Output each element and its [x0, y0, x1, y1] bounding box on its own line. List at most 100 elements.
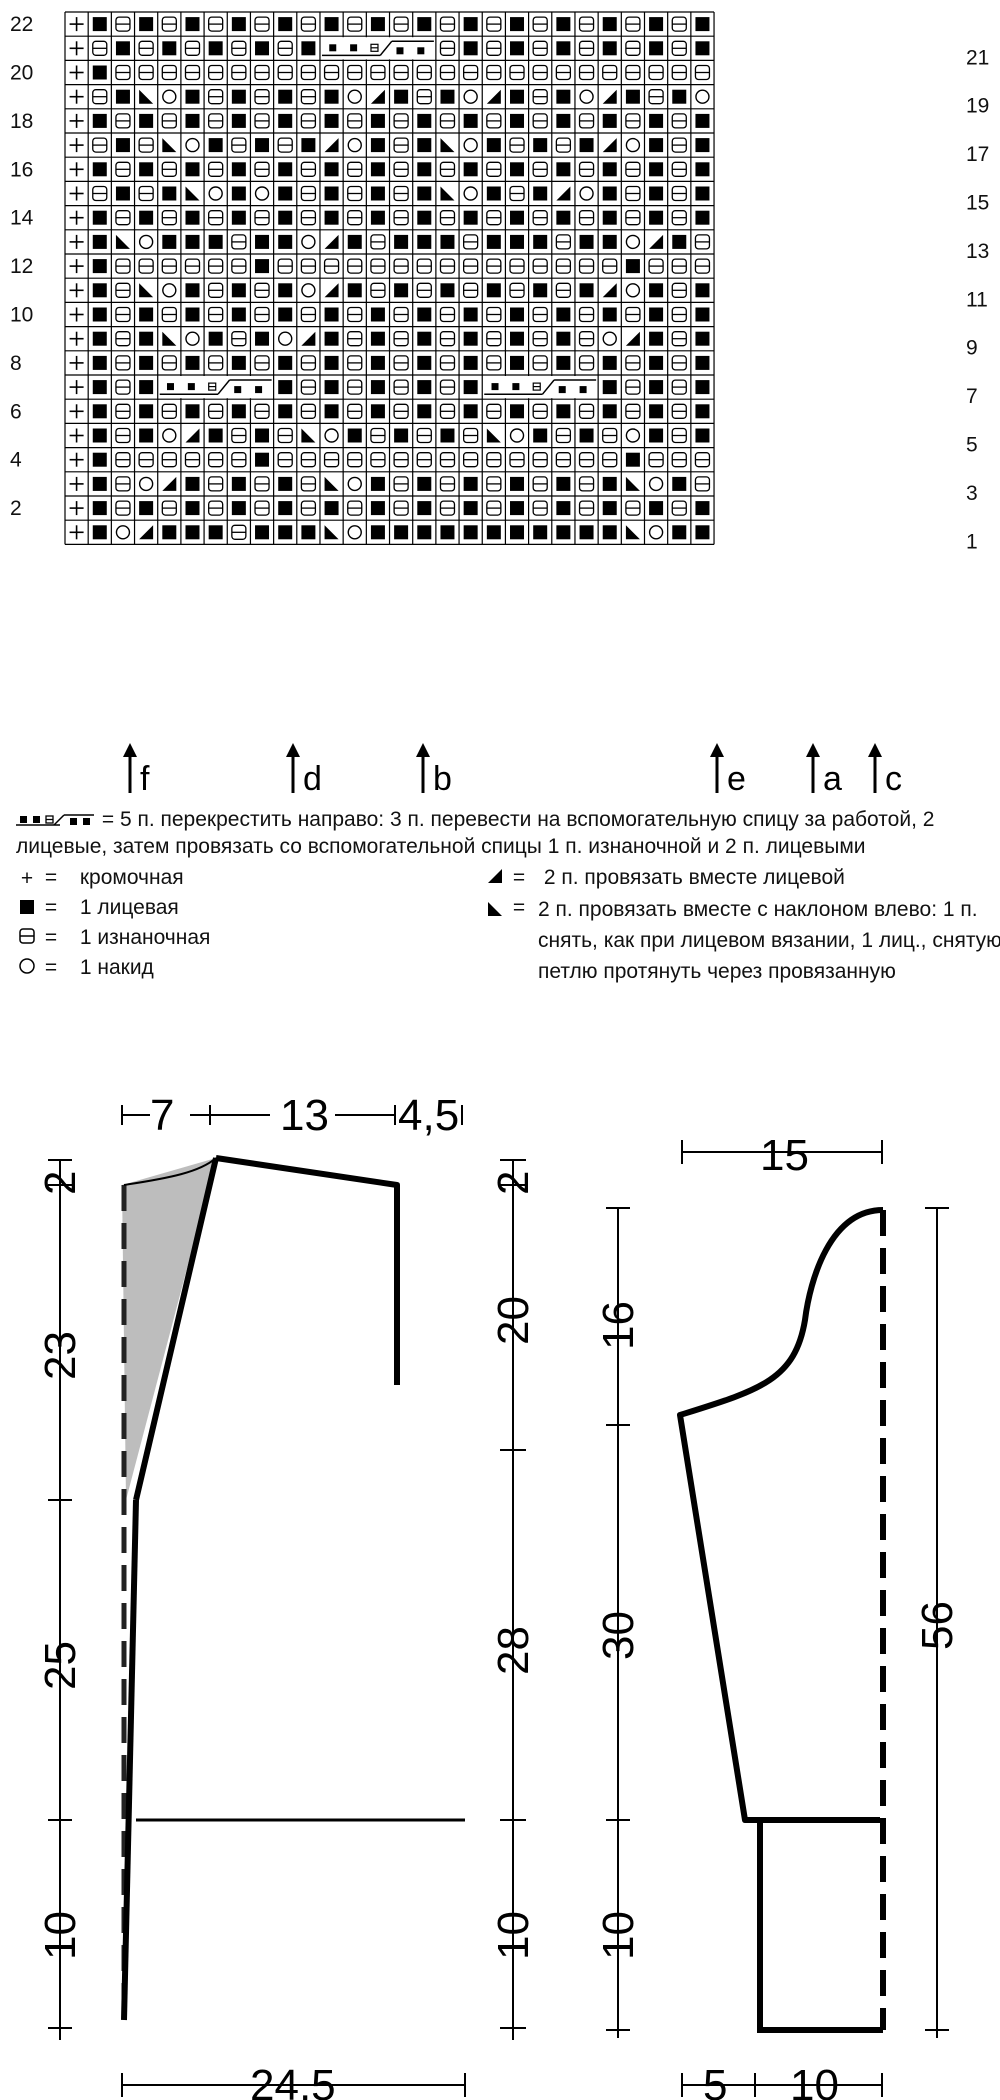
row-number-left: 2 — [10, 497, 22, 520]
knit-stitch-icon — [463, 525, 478, 540]
knit-stitch-icon — [255, 525, 270, 540]
knit-stitch-icon — [440, 234, 455, 249]
purl-stitch-icon — [532, 161, 548, 177]
purl-stitch-icon — [602, 64, 618, 81]
knit-stitch-icon — [394, 525, 409, 540]
ssk-icon — [440, 186, 455, 201]
knit-stitch-icon — [139, 17, 154, 32]
row-number-left: 16 — [10, 158, 33, 181]
purl-stitch-icon — [578, 258, 595, 274]
knit-stitch-icon — [556, 525, 571, 540]
svg-text:56: 56 — [913, 1601, 962, 1650]
purl-stitch-icon — [509, 258, 525, 274]
knit-stitch-icon — [463, 355, 478, 370]
purl-stitch-icon — [578, 64, 595, 81]
row-number-right: 19 — [966, 95, 989, 118]
knit-stitch-icon — [440, 89, 455, 104]
knit-stitch-icon — [602, 162, 617, 177]
purl-stitch-icon — [486, 40, 502, 56]
edge-stitch-icon — [69, 89, 84, 104]
arrow-label: d — [303, 760, 322, 798]
edge-stitch-icon — [69, 525, 84, 540]
svg-text:28: 28 — [489, 1626, 538, 1675]
knit-stitch-icon — [510, 210, 525, 225]
cable-cross-icon — [158, 376, 273, 399]
purl-stitch-icon — [300, 113, 317, 129]
ssk-icon — [625, 525, 640, 540]
knit-stitch-icon — [255, 234, 270, 249]
k2tog-icon — [162, 476, 177, 491]
row-number-left: 4 — [10, 449, 22, 472]
knit-stitch-icon — [92, 452, 107, 467]
row-number-right: 11 — [966, 288, 988, 311]
purl-stitch-icon — [208, 355, 224, 371]
knit-stitch-icon — [672, 234, 687, 249]
knit-stitch-icon — [417, 162, 432, 177]
purl-stitch-icon — [277, 427, 293, 444]
knit-stitch-icon — [278, 404, 293, 419]
knit-stitch-icon — [92, 162, 107, 177]
knit-stitch-icon — [185, 501, 200, 516]
front-slope-edge — [133, 1157, 219, 1501]
arrow-label: e — [727, 760, 746, 798]
knit-stitch-icon — [510, 89, 525, 104]
knit-stitch-icon — [417, 17, 432, 32]
purl-stitch-icon — [532, 452, 548, 468]
knit-stitch-icon — [556, 355, 571, 370]
purl-stitch-icon — [462, 427, 479, 444]
purl-stitch-icon — [625, 500, 641, 516]
knit-stitch-icon — [417, 234, 432, 249]
yarn-over-icon — [208, 186, 223, 201]
purl-stitch-icon — [486, 355, 502, 371]
purl-stitch-icon — [694, 452, 711, 468]
purl-stitch-icon — [161, 258, 177, 274]
edge-stitch-icon — [69, 428, 84, 443]
knit-stitch-icon — [602, 525, 617, 540]
purl-stitch-icon — [509, 185, 525, 202]
symbol-legend: = 5 п. перекрестить направо: 3 п. переве… — [16, 806, 1000, 1014]
ssk-icon — [139, 89, 154, 104]
knit-stitch-icon — [92, 404, 107, 419]
knit-stitch-icon — [278, 380, 293, 395]
knit-stitch-icon — [579, 525, 594, 540]
knit-stitch-icon — [649, 404, 664, 419]
knit-stitch-icon — [602, 186, 617, 201]
purl-stitch-icon — [578, 355, 595, 371]
knit-stitch-icon — [463, 501, 478, 516]
ssk-icon — [301, 428, 316, 443]
knit-stitch-icon — [440, 283, 455, 298]
purl-stitch-icon — [300, 355, 317, 371]
edge-stitch-icon — [69, 283, 84, 298]
knit-stitch-icon — [92, 355, 107, 370]
purl-stitch-icon — [509, 452, 525, 468]
purl-stitch-icon — [671, 500, 687, 516]
knit-stitch-icon — [417, 138, 432, 153]
yarn-over-icon — [579, 186, 594, 201]
purl-stitch-icon — [416, 258, 432, 274]
legend-item-ssk: = 2 п. провязать вместе с наклоном влево… — [484, 894, 1000, 987]
edge-stitch-icon — [69, 41, 84, 56]
purl-stitch-icon — [671, 210, 687, 226]
yarn-over-icon — [324, 428, 339, 443]
knit-stitch-icon — [115, 89, 130, 104]
purl-stitch-icon — [486, 113, 502, 129]
knit-stitch-icon — [92, 476, 107, 491]
knit-stitch-icon — [556, 89, 571, 104]
sleeve-outline — [677, 1207, 884, 1823]
purl-stitch-icon — [532, 403, 548, 419]
purl-stitch-icon — [671, 161, 687, 177]
knit-stitch-icon — [695, 428, 710, 443]
legend-item-purl: = 1 изнаночная — [16, 924, 456, 954]
knit-stitch-icon — [602, 380, 617, 395]
arrow-e: e — [710, 743, 746, 798]
knit-stitch-icon — [278, 525, 293, 540]
purl-stitch-icon — [254, 210, 270, 226]
purl-stitch-icon — [462, 258, 479, 274]
knit-stitch-icon — [649, 283, 664, 298]
yarn-over-icon — [16, 955, 38, 982]
knit-stitch-icon — [417, 113, 432, 128]
row-number-right: 1 — [966, 530, 978, 553]
knit-stitch-icon — [208, 234, 223, 249]
purl-stitch-icon — [161, 355, 177, 371]
svg-text:10: 10 — [594, 1911, 643, 1960]
